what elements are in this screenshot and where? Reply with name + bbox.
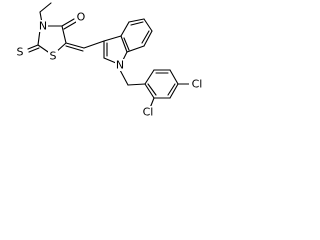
molecule-structure-diagram: N O S S N Cl Cl bbox=[15, 2, 205, 119]
indole-c7a-c3a bbox=[120, 35, 128, 53]
phenyl-c4-c3-inner bbox=[167, 83, 176, 96]
thione-bond-2 bbox=[28, 47, 40, 53]
carbonyl-bond-2 bbox=[63, 21, 77, 30]
benzo-c3a-c7a-inner bbox=[123, 37, 130, 51]
atom-o-carbonyl: O bbox=[77, 11, 86, 24]
atom-labels: N O S S N Cl Cl bbox=[15, 11, 205, 119]
atom-n-indole: N bbox=[116, 59, 124, 72]
atom-cl-ortho: Cl bbox=[143, 106, 154, 119]
atom-n-thiazolidinone: N bbox=[39, 20, 47, 33]
carbonyl-bond-1 bbox=[61, 18, 75, 27]
phenyl-c2-c1 bbox=[144, 83, 155, 99]
benzo-c3a-c4 bbox=[120, 21, 130, 37]
benzo-c6-c7 bbox=[143, 30, 153, 47]
atom-cl-para: Cl bbox=[192, 78, 203, 91]
benzo-c6-c7-inner bbox=[141, 30, 150, 44]
atom-s-thione: S bbox=[17, 46, 24, 59]
ring-bond-c2-n bbox=[37, 29, 41, 46]
n-benzyl-bond bbox=[119, 69, 129, 86]
indole-c2-n bbox=[103, 57, 117, 64]
atom-s-ring: S bbox=[50, 50, 57, 63]
phenyl-ch2-c1 bbox=[127, 83, 146, 86]
exocyclic-double-bond-1 bbox=[65, 42, 85, 49]
ethyl-bond-2 bbox=[39, 2, 52, 13]
phenyl-c4-c3 bbox=[169, 83, 179, 99]
benzo-c5-c6 bbox=[143, 18, 153, 32]
phenyl-c1-c6 bbox=[144, 69, 155, 85]
ring-bond-c4-c5 bbox=[61, 25, 67, 44]
phenyl-c5-c4 bbox=[169, 69, 179, 85]
benzo-c4-c5-inner bbox=[130, 21, 144, 26]
benzo-c7-c7a bbox=[126, 45, 145, 53]
indole-c3a-c3 bbox=[103, 35, 122, 42]
benzo-c4-c5 bbox=[128, 18, 145, 23]
indole-n-c7a bbox=[122, 51, 128, 61]
phenyl-c2-c1-inner bbox=[147, 83, 157, 96]
exocyclic-double-bond-2 bbox=[65, 45, 84, 52]
thione-bond-1 bbox=[27, 44, 39, 50]
methine-bond bbox=[83, 40, 105, 49]
